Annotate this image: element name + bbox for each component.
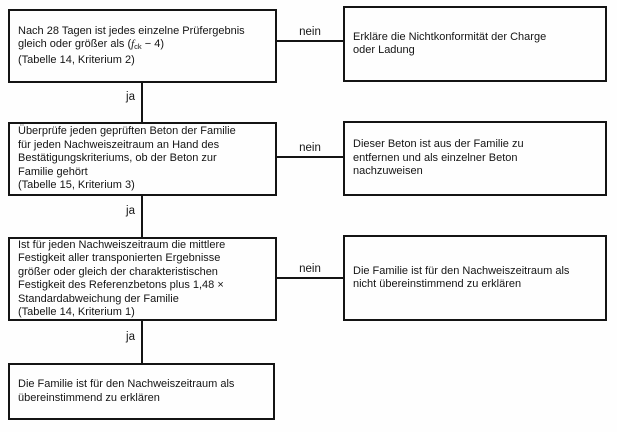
outcome-box-nonconformity: Erkläre die Nichtkonformität der Charge … xyxy=(343,6,607,82)
decision1-line2: gleich oder größer als (fck − 4) xyxy=(18,38,267,54)
final-line2: übereinstimmend zu erklären xyxy=(18,391,160,404)
decision3-table-ref: (Tabelle 14, Kriterium 1) xyxy=(18,306,135,318)
decision3-line4: Festigkeit des Referenzbetons plus 1,48 … xyxy=(18,279,224,291)
outcome1-line2: oder Ladung xyxy=(353,44,415,56)
label-yes-1: ja xyxy=(126,91,135,103)
outcome-box-not-conforming: Die Familie ist für den Nachweiszeitraum… xyxy=(343,235,607,321)
decision-box-criterion-1: Ist für jeden Nachweiszeitraum die mittl… xyxy=(8,237,277,321)
decision1-line1: Nach 28 Tagen ist jedes einzelne Prüferg… xyxy=(18,24,245,37)
decision2-table-ref: (Tabelle 15, Kriterium 3) xyxy=(18,179,135,192)
decision-box-criterion-3: Überprüfe jeden geprüften Beton der Fami… xyxy=(8,122,277,196)
decision3-line5: Standardabweichung der Familie xyxy=(18,292,179,305)
decision2-line1: Überprüfe jeden geprüften Beton der Fami… xyxy=(18,125,236,138)
decision2-line3: Bestätigungskriteriums, ob der Beton zur xyxy=(18,152,217,165)
label-no-2: nein xyxy=(299,142,321,154)
final-box-conforming: Die Familie ist für den Nachweiszeitraum… xyxy=(8,363,275,420)
decision3-line1: Ist für jeden Nachweiszeitraum die mittl… xyxy=(18,238,226,251)
decision1-table-ref: (Tabelle 14, Kriterium 2) xyxy=(18,53,135,66)
decision1-line2-suffix: − 4) xyxy=(141,38,164,51)
connector-no-3 xyxy=(277,277,343,279)
outcome2-line2: entfernen und als einzelner Beton xyxy=(353,151,518,164)
label-yes-2: ja xyxy=(126,205,135,217)
outcome1-line1: Erkläre die Nichtkonformität der Charge xyxy=(353,30,547,43)
fck-subscript: ck xyxy=(134,42,142,52)
connector-no-1 xyxy=(277,40,343,42)
fck-symbol: f xyxy=(131,38,135,51)
outcome3-line1: Die Familie ist für den Nachweiszeitraum… xyxy=(353,264,570,277)
label-yes-3: ja xyxy=(126,331,135,343)
label-no-3: nein xyxy=(299,263,321,275)
outcome2-line1: Dieser Beton ist aus der Familie zu xyxy=(353,138,524,151)
connector-yes-3 xyxy=(141,321,143,363)
connector-yes-1 xyxy=(141,83,143,122)
final-line1: Die Familie ist für den Nachweiszeitraum… xyxy=(18,378,235,390)
connector-yes-2 xyxy=(141,196,143,237)
decision-box-criterion-2: Nach 28 Tagen ist jedes einzelne Prüferg… xyxy=(8,9,277,83)
decision3-line2: Festigkeit aller transponierten Ergebnis… xyxy=(18,252,221,264)
outcome3-line2: nicht übereinstimmend zu erklären xyxy=(353,278,522,290)
outcome-box-remove-from-family: Dieser Beton ist aus der Familie zu entf… xyxy=(343,121,607,196)
outcome2-line3: nachzuweisen xyxy=(353,165,423,178)
connector-no-2 xyxy=(277,156,343,158)
decision2-line2: für jeden Nachweiszeitraum an Hand des xyxy=(18,138,220,151)
decision2-line4: Familie gehört xyxy=(18,165,88,178)
decision1-line2-prefix: gleich oder größer als ( xyxy=(18,38,132,51)
decision3-line3: größer oder gleich der charakteristische… xyxy=(18,265,218,278)
label-no-1: nein xyxy=(299,26,321,38)
